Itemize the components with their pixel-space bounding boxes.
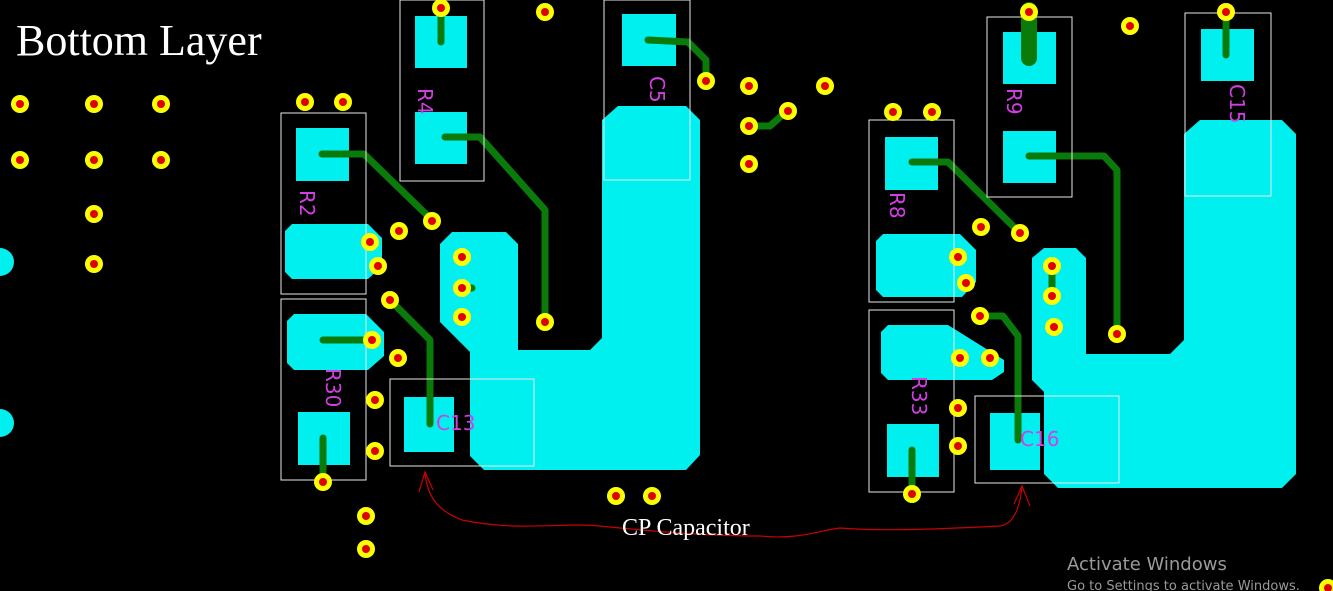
via-hole: [702, 77, 710, 85]
via-hole: [395, 227, 403, 235]
via-hole: [458, 253, 466, 261]
designator-r2: R2: [295, 190, 319, 217]
annotation-arrow: [418, 470, 1031, 538]
via-hole: [1016, 229, 1024, 237]
via-hole: [362, 512, 370, 520]
via-hole: [612, 492, 620, 500]
via-hole: [371, 447, 379, 455]
cp-capacitor-label: CP Capacitor: [622, 515, 750, 541]
via-hole: [1113, 330, 1121, 338]
annotation-curve: [424, 473, 1023, 538]
via-hole: [954, 404, 962, 412]
via-hole: [745, 160, 753, 168]
windows-activation-watermark: Activate Windows: [1067, 554, 1227, 575]
via-hole: [437, 4, 445, 12]
copper-pour-left-u: [440, 106, 700, 470]
pad-r33-top: [881, 325, 1004, 380]
trace: [441, 133, 549, 326]
via-hole: [90, 210, 98, 218]
via-hole: [374, 262, 382, 270]
designator-c16: C16: [1020, 427, 1059, 451]
via-hole: [90, 260, 98, 268]
via-hole: [954, 253, 962, 261]
copper-edge-blob: [0, 248, 14, 276]
via-hole: [1048, 262, 1056, 270]
trace: [1025, 152, 1121, 338]
designator-c5: C5: [645, 76, 669, 103]
via-hole: [745, 122, 753, 130]
via-hole: [458, 284, 466, 292]
via-hole: [928, 108, 936, 116]
layer-title: Bottom Layer: [16, 16, 262, 65]
via-hole: [16, 156, 24, 164]
via-hole: [90, 100, 98, 108]
trace: [976, 312, 1022, 444]
via-hole: [541, 8, 549, 16]
via-hole: [386, 296, 394, 304]
via-hole: [977, 223, 985, 231]
via-hole: [428, 217, 436, 225]
designator-c13: C13: [436, 411, 475, 435]
via-hole: [157, 156, 165, 164]
via-hole: [90, 156, 98, 164]
via-hole: [1126, 22, 1134, 30]
via-hole: [16, 100, 24, 108]
designator-r4: R4: [413, 88, 437, 115]
silkscreen-outlines: [280, 0, 1272, 493]
via-hole: [986, 354, 994, 362]
via-hole: [1324, 584, 1332, 591]
via-hole: [1048, 292, 1056, 300]
via-hole: [821, 82, 829, 90]
via-hole: [366, 238, 374, 246]
via-hole: [908, 490, 916, 498]
silk-r4: [399, 0, 485, 182]
silk-c13-outer: [389, 378, 535, 467]
via-hole: [954, 442, 962, 450]
arrowhead-right: [1013, 484, 1031, 507]
designator-r8: R8: [885, 192, 909, 219]
windows-activation-subtext: Go to Settings to activate Windows.: [1067, 579, 1300, 591]
designator-r33: R33: [907, 376, 931, 415]
arrowhead-left: [418, 470, 434, 493]
pad-r2-bottom: [285, 224, 382, 279]
designators: R4 C5 R2 R30 C13 R9 C15 R8 R33 C16: [295, 76, 1249, 451]
trace: [908, 158, 1024, 237]
via-hole: [157, 100, 165, 108]
silk-r8: [868, 119, 955, 303]
via-hole: [301, 98, 309, 106]
pad-r8-bottom: [876, 234, 976, 297]
trace: [644, 36, 710, 84]
designator-r9: R9: [1002, 88, 1026, 115]
via-hole: [745, 82, 753, 90]
via-hole: [976, 312, 984, 320]
via-hole: [962, 279, 970, 287]
trace: [318, 150, 436, 224]
trace: [386, 296, 434, 428]
via-hole: [889, 108, 897, 116]
via-hole: [1050, 323, 1058, 331]
via-hole: [1025, 8, 1033, 16]
designator-c15: C15: [1225, 84, 1249, 123]
via-hole: [362, 545, 370, 553]
via-hole: [339, 98, 347, 106]
via-hole: [368, 336, 376, 344]
via-hole: [458, 313, 466, 321]
vias: [11, 0, 1333, 591]
copper-edge-blob: [0, 409, 14, 437]
copper-pours: [0, 106, 1296, 488]
designator-r30: R30: [321, 368, 345, 407]
silk-c16-outer: [974, 395, 1120, 484]
via-hole: [371, 396, 379, 404]
via-hole: [784, 107, 792, 115]
silk-r2: [280, 112, 367, 295]
via-hole: [319, 478, 327, 486]
via-hole: [956, 354, 964, 362]
via-hole: [1222, 8, 1230, 16]
silk-c5: [603, 0, 691, 181]
via-hole: [648, 492, 656, 500]
via-hole: [541, 318, 549, 326]
via-hole: [394, 354, 402, 362]
